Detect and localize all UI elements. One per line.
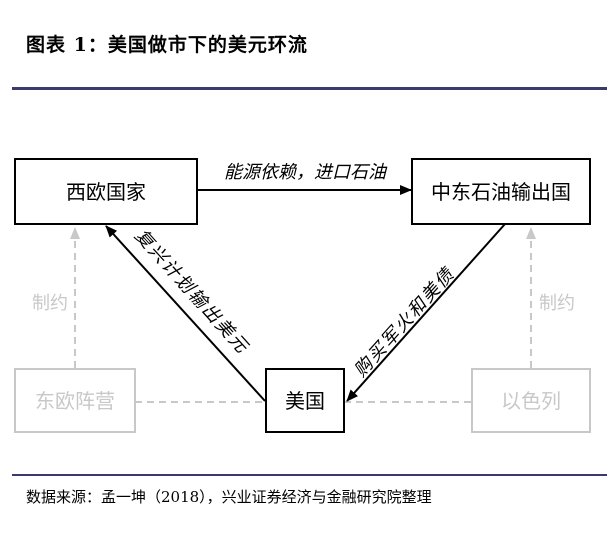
arrow-marshall-plan [105,225,266,402]
node-label: 中东石油输出国 [431,180,571,204]
edge-label-right: 购买军火和美债 [350,263,459,381]
source-note: 数据来源：孟一坤（2018），兴业证券经济与金融研究院整理 [26,488,432,506]
figure-title: 图表 1：美国做市下的美元环流 [26,34,308,56]
node-label: 美国 [285,389,325,413]
edge-label-left: 复兴计划输出美元 [130,225,253,358]
title-divider [12,87,607,90]
edge-label-top: 能源依赖，进口石油 [224,162,388,183]
constraint-label-left: 制约 [32,293,68,314]
node-usa: 美国 [265,368,345,433]
node-western-europe: 西欧国家 [14,158,198,225]
arrow-arms-treasuries [346,223,506,402]
constraint-label-right: 制约 [539,293,575,314]
node-middle-east: 中东石油输出国 [411,158,591,225]
node-israel: 以色列 [471,368,591,433]
footer-divider [12,474,607,476]
node-label: 东欧阵营 [35,389,115,413]
node-label: 西欧国家 [66,180,146,204]
node-label: 以色列 [501,389,561,413]
node-eastern-bloc: 东欧阵营 [14,368,136,433]
